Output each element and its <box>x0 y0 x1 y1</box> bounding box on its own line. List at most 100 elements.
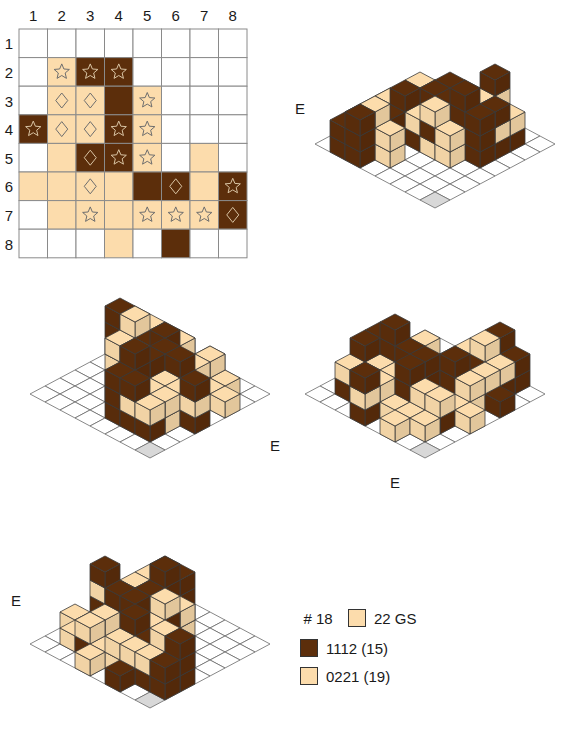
grid-cell <box>105 29 134 58</box>
grid-cell <box>133 86 162 115</box>
grid-cell <box>162 143 191 172</box>
grid-index: 7 <box>5 207 13 222</box>
cube <box>345 104 375 136</box>
star-symbol <box>140 207 155 221</box>
cube <box>350 330 380 362</box>
block-view <box>315 64 555 208</box>
cube-face <box>455 402 485 418</box>
grid-cell <box>133 58 162 87</box>
grid-cell <box>48 172 77 201</box>
grid-cell <box>133 29 162 58</box>
cube <box>75 644 105 676</box>
grid-cell <box>76 201 105 230</box>
star-symbol <box>111 150 126 164</box>
grid-cell <box>190 29 219 58</box>
cube <box>120 338 150 370</box>
cube-face <box>380 410 410 426</box>
grid-cell <box>190 229 219 258</box>
cube <box>420 96 450 128</box>
grid-cell <box>19 115 48 144</box>
cube <box>120 306 150 338</box>
direction-label: E <box>390 475 400 490</box>
floor-cell <box>420 192 450 208</box>
grid-cell <box>19 58 48 87</box>
star-symbol <box>140 93 155 107</box>
cube-face <box>425 386 455 402</box>
cube-face <box>470 330 500 346</box>
grid-cell <box>76 229 105 258</box>
grid-cell <box>19 143 48 172</box>
direction-label: E <box>295 101 305 116</box>
cube <box>75 612 105 644</box>
star-symbol <box>140 121 155 135</box>
diamond-symbol <box>56 122 68 137</box>
legend-text: 22 GS <box>374 611 417 626</box>
grid-cell <box>48 29 77 58</box>
grid-cell <box>219 115 248 144</box>
cube <box>390 80 420 112</box>
grid-cell <box>105 172 134 201</box>
cube-face <box>120 370 150 386</box>
diamond-symbol <box>84 93 96 108</box>
cube <box>210 386 240 418</box>
cube-face <box>120 306 150 322</box>
grid-cell <box>48 143 77 172</box>
grid-cell <box>190 58 219 87</box>
grid-cell <box>76 115 105 144</box>
grid-cell <box>190 86 219 115</box>
grid-cell <box>219 29 248 58</box>
grid-cell <box>48 229 77 258</box>
star-symbol <box>225 178 240 192</box>
cube <box>480 64 510 96</box>
cube-face <box>150 588 180 604</box>
grid-map <box>19 29 247 258</box>
grid-index: 8 <box>229 8 237 23</box>
block-view <box>305 314 545 458</box>
grid-cell <box>105 86 134 115</box>
grid-cell <box>105 201 134 230</box>
cube-face <box>440 346 470 362</box>
cube-face <box>120 588 150 604</box>
grid-cell <box>190 201 219 230</box>
cube <box>395 354 425 386</box>
cube <box>150 588 180 620</box>
cube <box>120 604 150 636</box>
grid-cell <box>133 229 162 258</box>
grid-cell <box>105 115 134 144</box>
grid-cell <box>133 201 162 230</box>
cube-face <box>395 354 425 370</box>
grid-cell <box>219 229 248 258</box>
grid-cell <box>19 201 48 230</box>
grid-cell <box>162 58 191 87</box>
diamond-symbol <box>84 150 96 165</box>
floor-cell <box>410 442 440 458</box>
grid-cell <box>219 172 248 201</box>
grid-cell <box>19 229 48 258</box>
grid-cell <box>105 143 134 172</box>
cube-face <box>120 338 150 354</box>
grid-cell <box>48 201 77 230</box>
grid-cell <box>219 201 248 230</box>
star-symbol <box>197 207 212 221</box>
cube-face <box>380 314 410 330</box>
cube <box>150 556 180 588</box>
cube-face <box>345 104 375 120</box>
direction-label: E <box>11 593 21 608</box>
grid-index: 1 <box>5 36 13 51</box>
star-symbol <box>54 64 69 78</box>
grid-index: 5 <box>143 8 151 23</box>
cube-face <box>165 628 195 644</box>
star-symbol <box>111 64 126 78</box>
legend-swatch <box>348 609 366 627</box>
cube <box>380 314 410 346</box>
cube-face <box>75 612 105 628</box>
star-symbol <box>83 64 98 78</box>
star-symbol <box>140 150 155 164</box>
grid-cell <box>133 143 162 172</box>
grid-cell <box>76 58 105 87</box>
cube-face <box>390 80 420 96</box>
legend-swatch <box>300 639 318 657</box>
cube <box>470 330 500 362</box>
